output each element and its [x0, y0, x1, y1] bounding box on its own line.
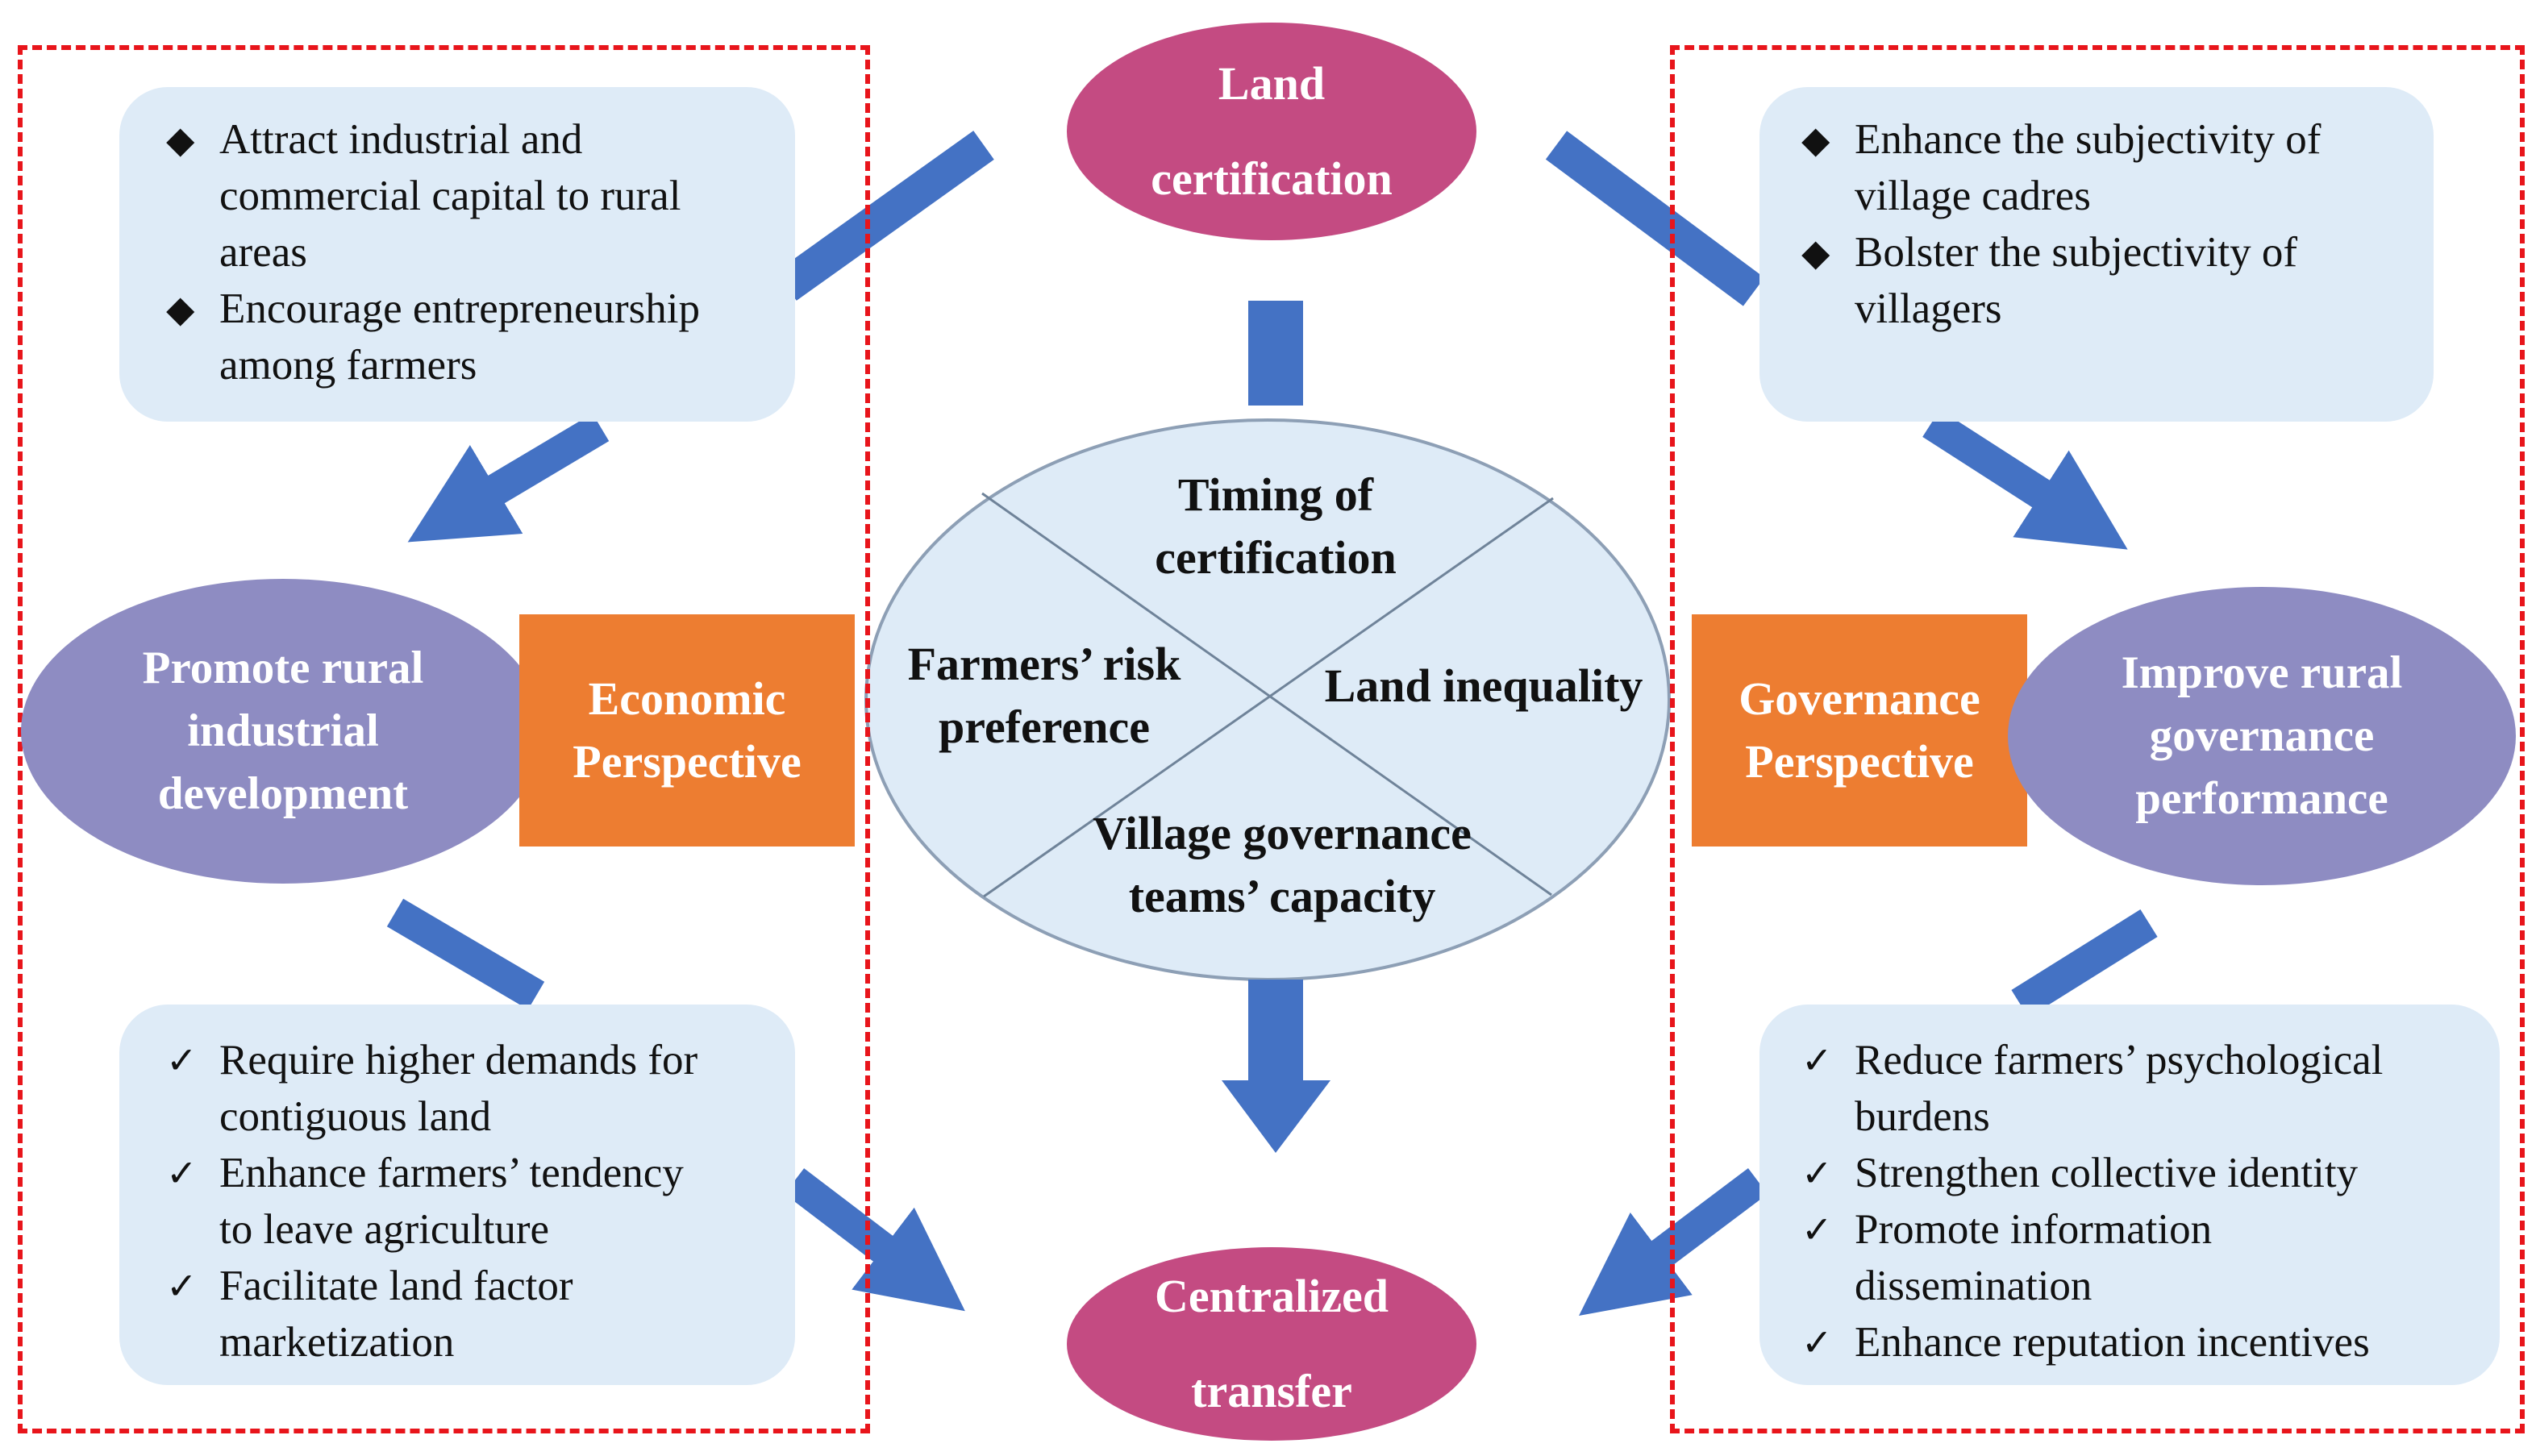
check-icon: ✓ — [1801, 1151, 1833, 1195]
left-dashed-panel — [18, 45, 870, 1433]
diamond-bullet-icon: ◆ — [1801, 231, 1830, 274]
check-icon: ✓ — [1801, 1321, 1833, 1364]
diamond-bullet-icon: ◆ — [1801, 118, 1830, 161]
center-divider-1 — [981, 492, 1552, 896]
check-icon: ✓ — [166, 1038, 198, 1082]
arrow-left-node-to-box — [386, 898, 545, 1010]
check-icon: ✓ — [1801, 1208, 1833, 1251]
arrow-center-to-bottom-head — [1222, 1080, 1330, 1153]
arrow-land-to-right-box — [1545, 131, 1765, 306]
check-icon: ✓ — [166, 1151, 198, 1195]
center-label-land-inequality: Land inequality — [1324, 659, 1643, 712]
right-dashed-panel — [1670, 45, 2525, 1433]
arrow-right-box-to-node — [1922, 410, 2128, 550]
diamond-bullet-icon: ◆ — [166, 118, 195, 161]
arrow-left-box-to-node — [407, 413, 610, 543]
arrow-land-to-left-box — [776, 131, 994, 301]
arrow-right-node-to-box — [2011, 909, 2158, 1017]
list-item: ✓Enhance reputation incentives — [1797, 1314, 2484, 1371]
arrow-right-box-to-transfer — [1579, 1168, 1768, 1317]
diamond-bullet-icon: ◆ — [166, 287, 195, 331]
check-icon: ✓ — [166, 1264, 198, 1308]
check-icon: ✓ — [1801, 1038, 1833, 1082]
list-item: ✓Strengthen collective identity — [1797, 1145, 2484, 1201]
center-divider-2 — [983, 497, 1554, 898]
